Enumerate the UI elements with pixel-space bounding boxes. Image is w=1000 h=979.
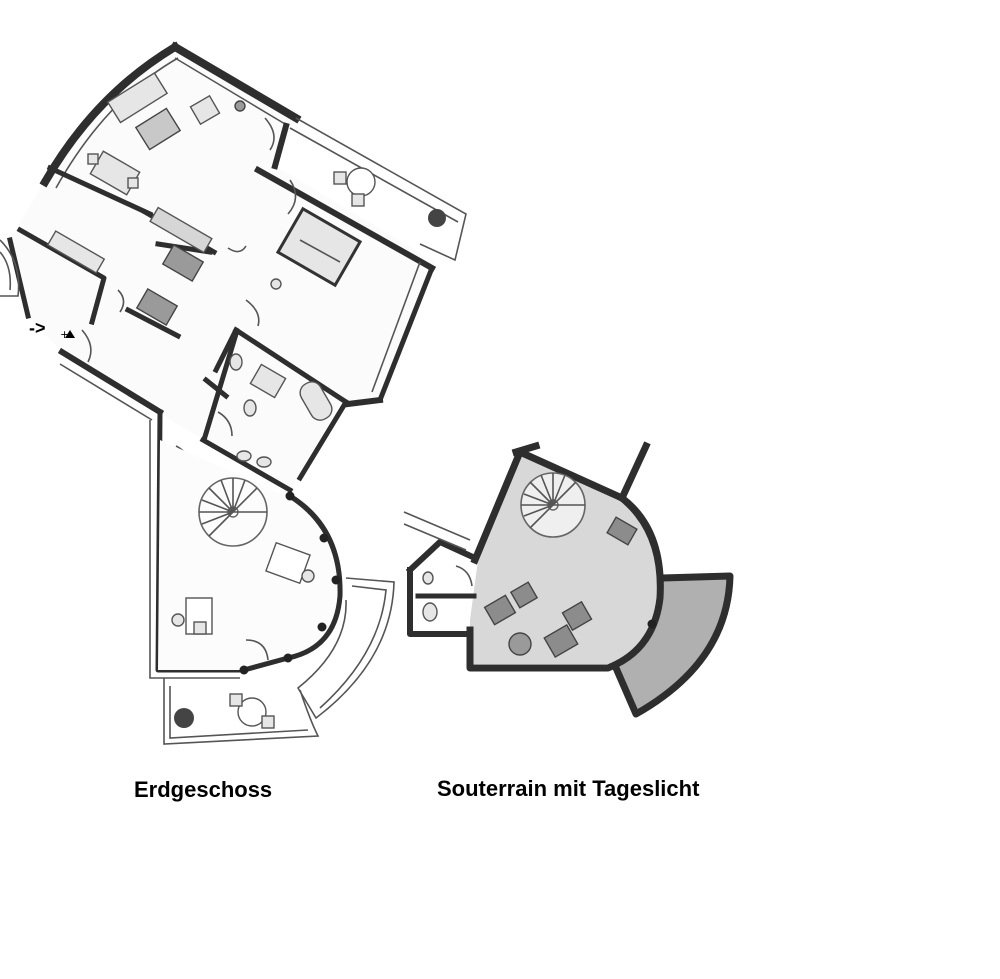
spiral-staircase	[198, 477, 268, 547]
lower-terrace	[163, 678, 320, 745]
souterrain-spiral-staircase	[520, 472, 586, 538]
erdgeschoss-plan: -> +	[0, 41, 467, 745]
souterrain-plan	[403, 441, 734, 718]
svg-text:+: +	[60, 328, 69, 341]
main-block-furniture	[46, 72, 446, 468]
tower-room	[158, 440, 343, 675]
caption-erdgeschoss: Erdgeschoss	[134, 777, 273, 802]
entrance-arrow: ->	[29, 318, 46, 338]
entrance-marker: -> +	[29, 318, 75, 341]
caption-souterrain: Souterrain mit Tageslicht	[437, 776, 700, 801]
